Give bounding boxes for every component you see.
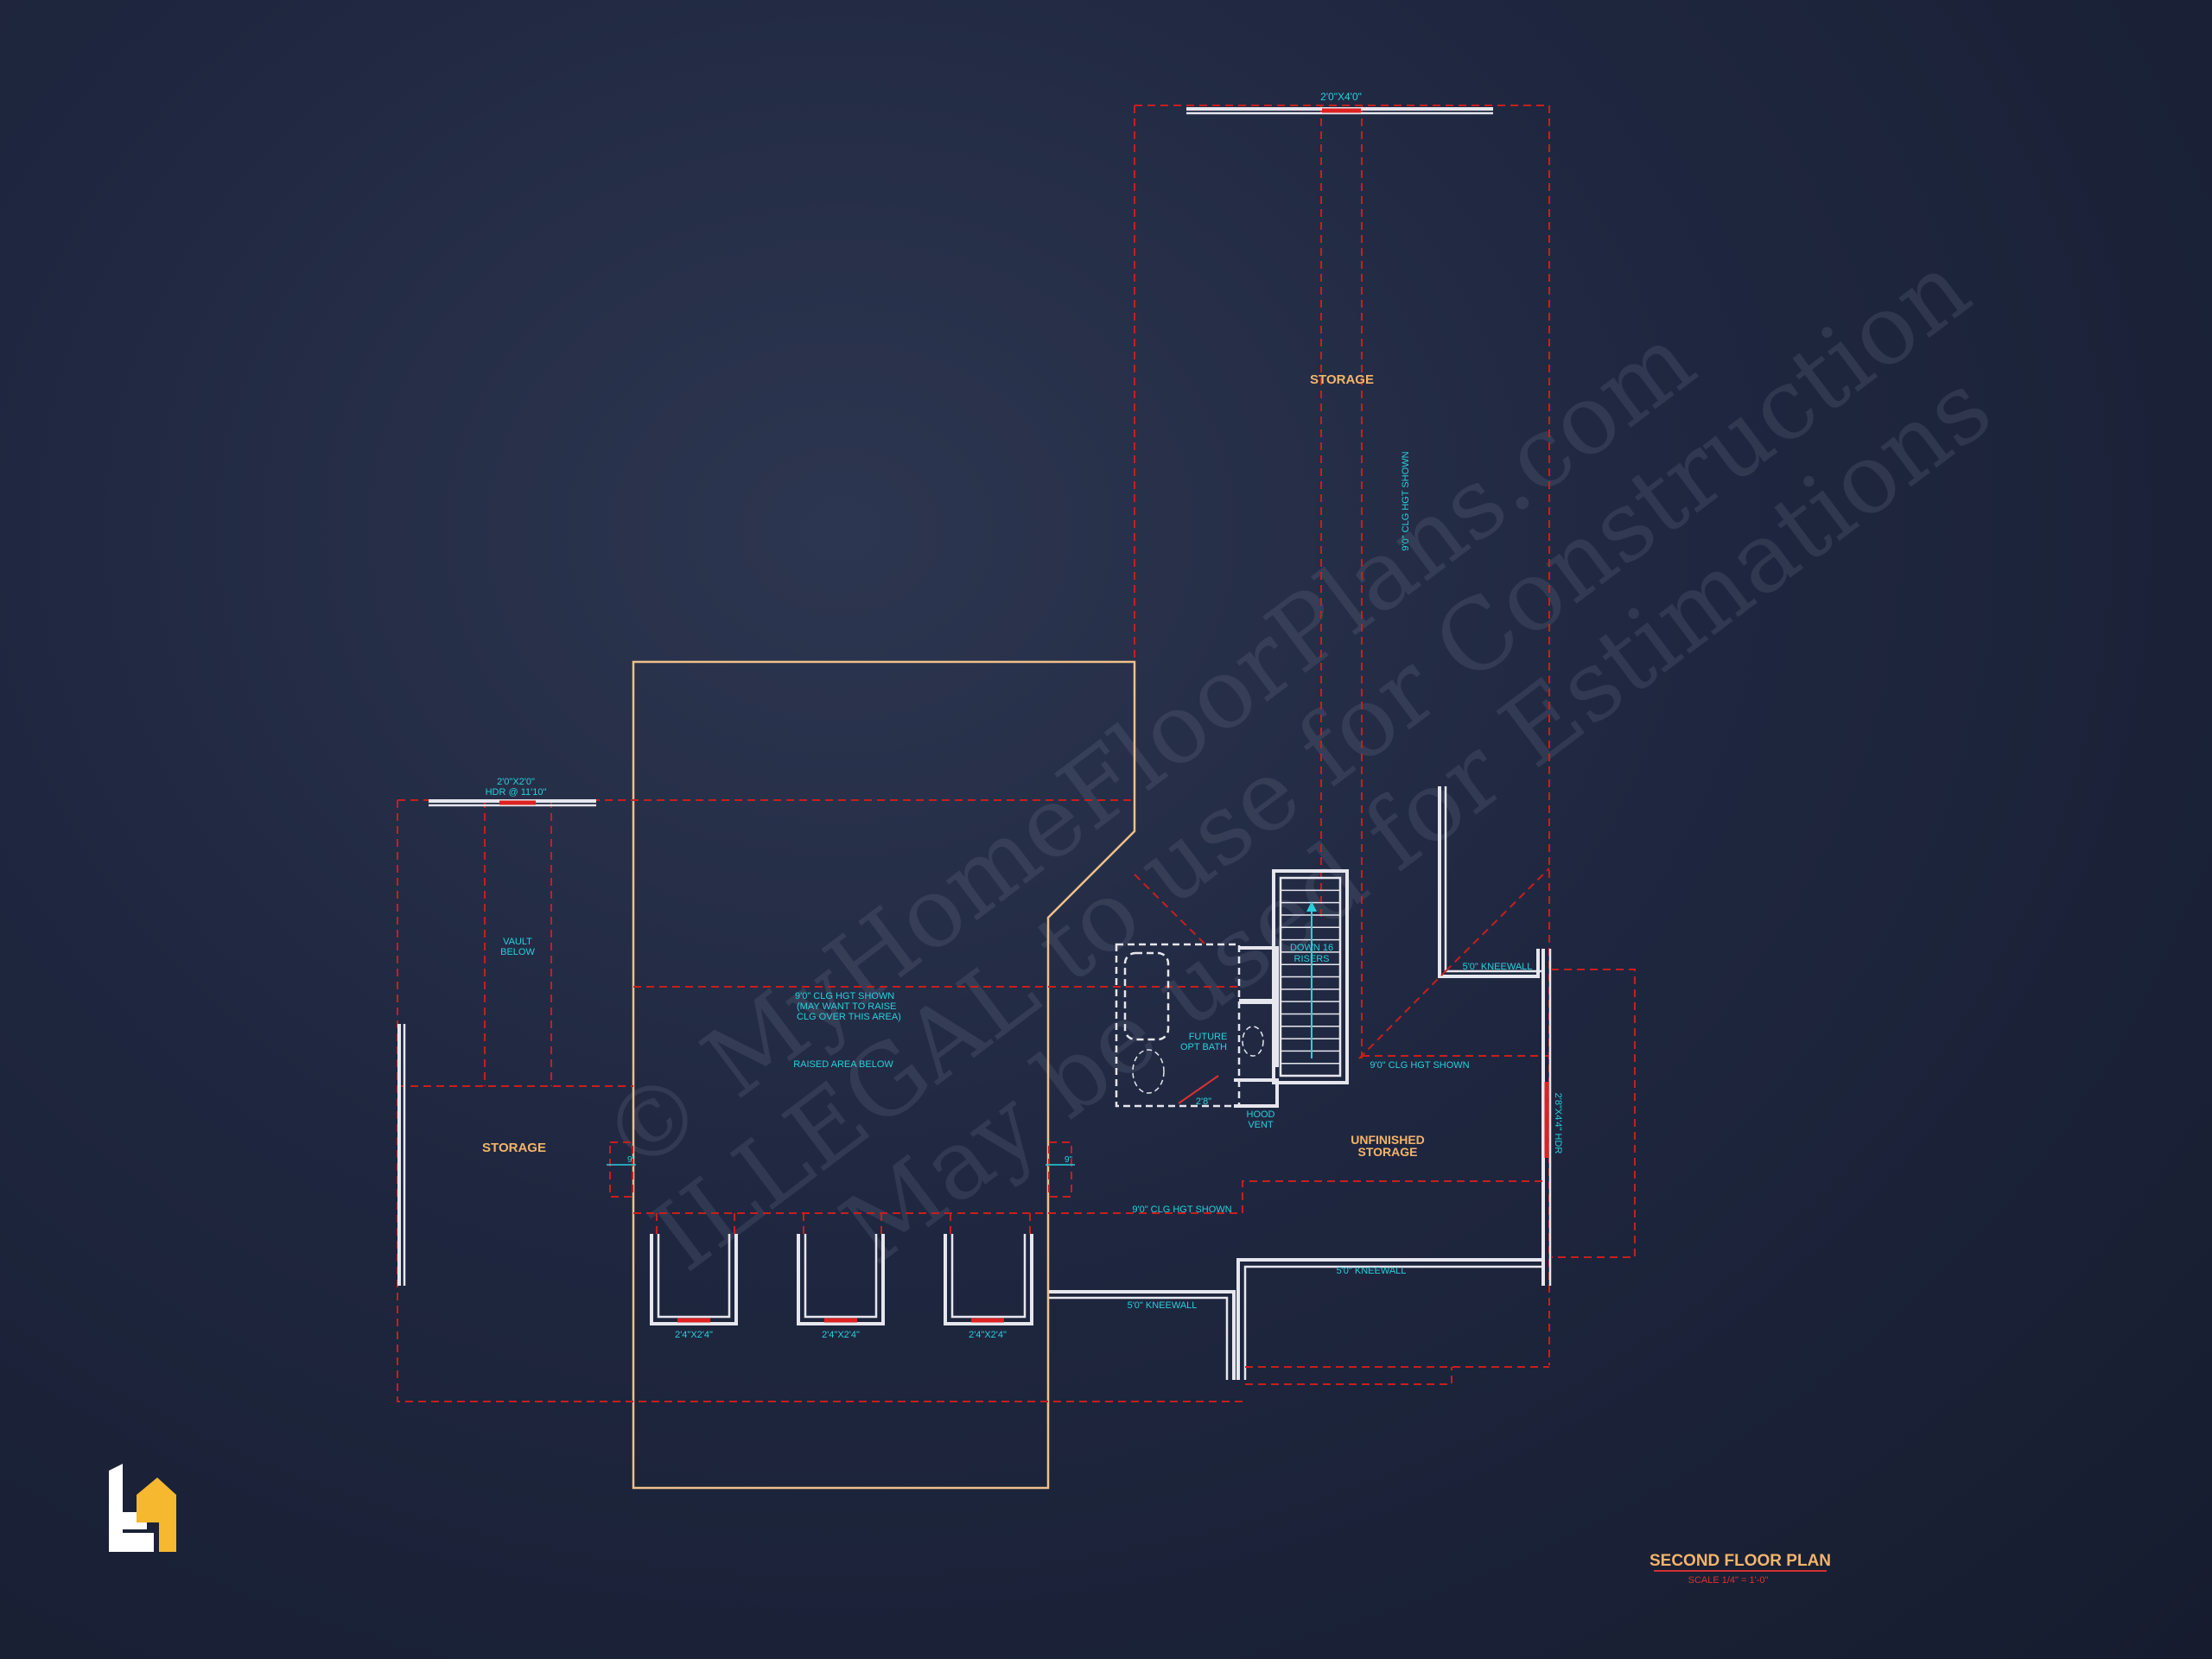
vault-label-line-2: BELOW (500, 947, 535, 957)
step-markers (607, 1141, 1075, 1198)
unfinished-storage-area (1049, 786, 1636, 1385)
kneewall-lower-right-label: 5'0" KNEEWALL (1337, 1266, 1407, 1276)
kneewall-right-top-label: 5'0" KNEEWALL (1463, 962, 1533, 972)
ceiling-height-horizontal-label: 9'0" CLG HGT SHOWN (1370, 1060, 1469, 1071)
dormer-3-label: 2'4"X2'4" (969, 1330, 1007, 1340)
brand-logo-icon (109, 1464, 176, 1552)
watermark: © MyHomeFloorPlans.com ILLEGAL to use fo… (582, 232, 2012, 1294)
plan-scale: SCALE 1/4" = 1'-0" (1688, 1575, 1769, 1586)
hood-vent-line-2: VENT (1248, 1120, 1274, 1130)
future-bath-line-2: OPT BATH (1180, 1042, 1227, 1052)
future-bath (1115, 874, 1279, 1108)
stairs-label-line-1: DOWN 16 (1290, 943, 1333, 953)
raised-area-label: RAISED AREA BELOW (793, 1059, 893, 1070)
unfinished-storage-line-1: UNFINISHED (1351, 1133, 1425, 1147)
dormers (633, 1212, 1243, 1325)
hood-vent-line-1: HOOD (1247, 1109, 1275, 1120)
right-window-label: 2'8"X4'4" HDR (1553, 1093, 1563, 1154)
watermark-line-2: ILLEGAL to use for Construction (632, 232, 1990, 1294)
kneewall-lower-left-label: 5'0" KNEEWALL (1128, 1300, 1198, 1311)
dormer-1-label: 2'4"X2'4" (675, 1330, 713, 1340)
left-window-header-label: HDR @ 11'10" (486, 787, 547, 798)
ceiling-note-line-2: (MAY WANT TO RAISE (797, 1001, 896, 1012)
vault-label-line-1: VAULT (503, 937, 532, 947)
step-label-left: 9" (627, 1155, 636, 1165)
left-storage-area (397, 799, 1243, 1402)
door-width-label: 2'8" (1196, 1096, 1211, 1107)
top-window-label: 2'0"X4'0" (1320, 91, 1362, 103)
raised-area-outline (632, 660, 1136, 1490)
stairs (1272, 869, 1349, 1084)
storage-top-label: STORAGE (1310, 372, 1374, 387)
ceiling-note-line-3: CLG OVER THIS AREA) (797, 1012, 901, 1022)
ceiling-note-line-1: 9'0" CLG HGT SHOWN (795, 991, 894, 1001)
ceiling-height-lower-label: 9'0" CLG HGT SHOWN (1132, 1205, 1231, 1215)
unfinished-storage-line-2: STORAGE (1358, 1145, 1418, 1159)
dormer-2-label: 2'4"X2'4" (822, 1330, 860, 1340)
plan-title: SECOND FLOOR PLAN (1649, 1552, 1831, 1570)
ceiling-height-vertical-label: 9'0" CLG HGT SHOWN (1401, 451, 1411, 550)
stairs-label-line-2: RISERS (1294, 954, 1330, 964)
storage-left-label: STORAGE (482, 1141, 546, 1155)
step-label-right: 9" (1065, 1155, 1073, 1165)
left-window-size-label: 2'0"X2'0" (497, 777, 535, 787)
future-bath-line-1: FUTURE (1189, 1032, 1228, 1042)
